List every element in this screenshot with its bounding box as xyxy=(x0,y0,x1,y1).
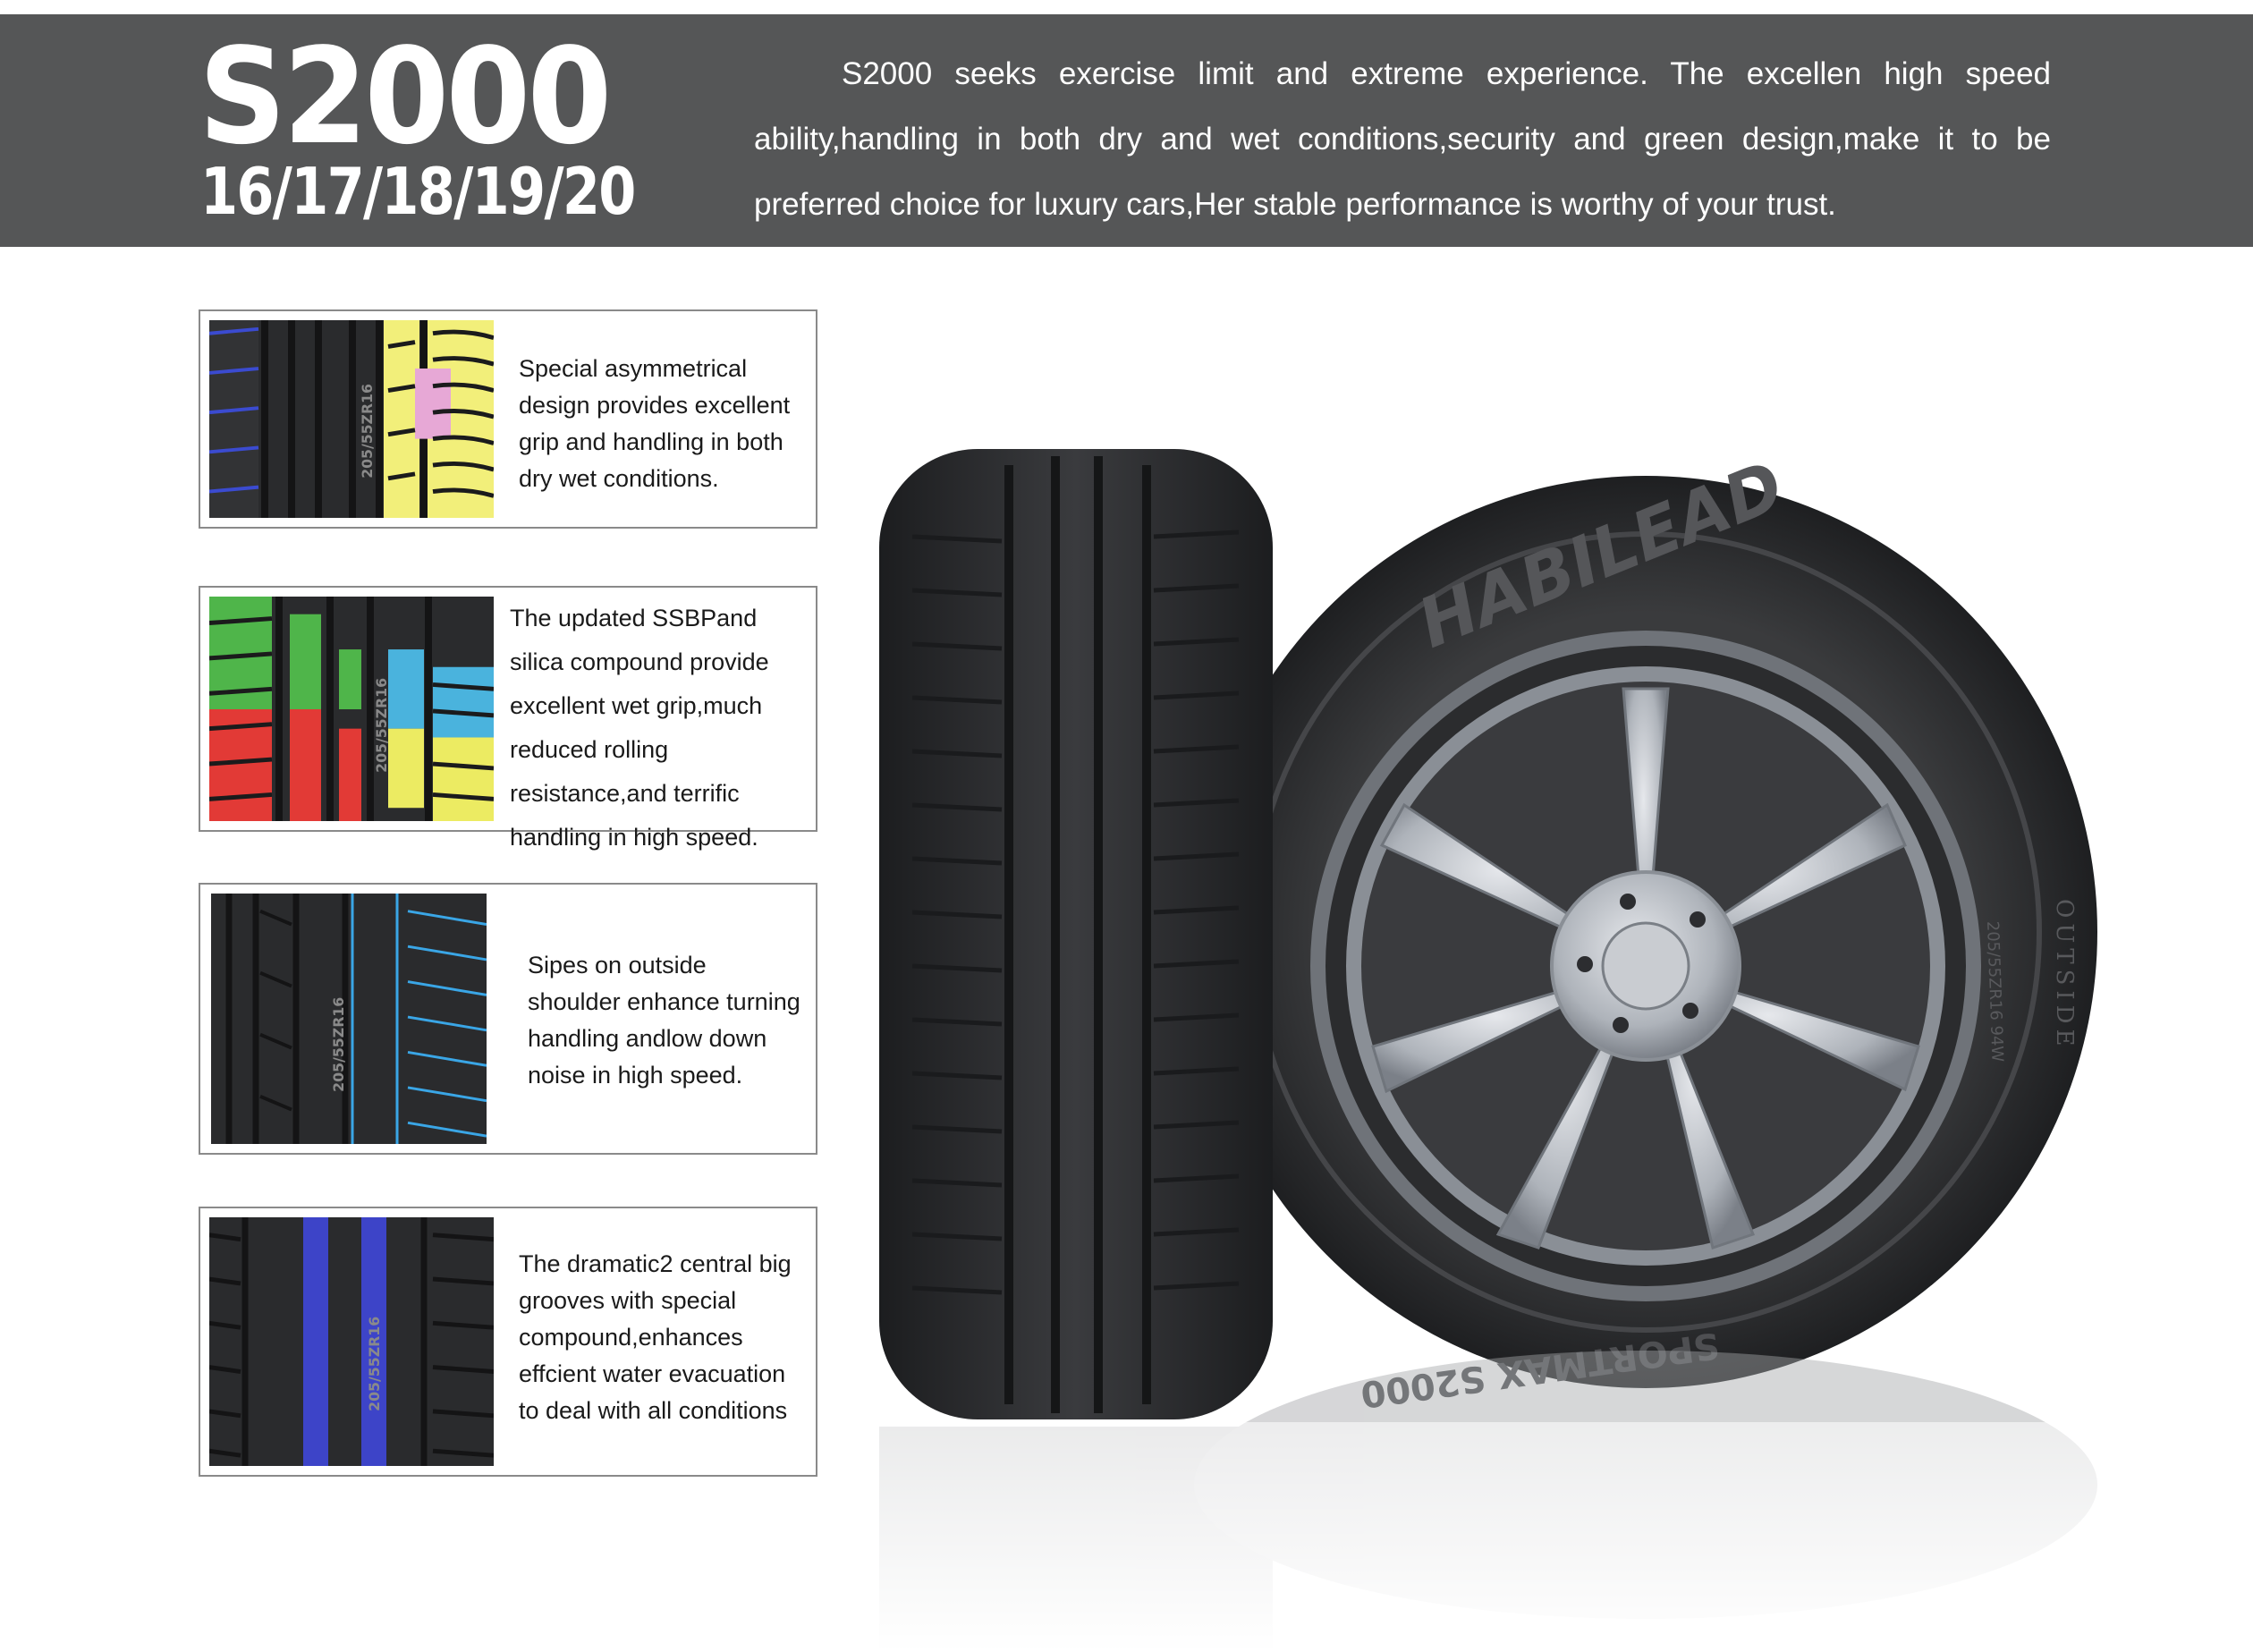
feature-card-central-grooves: 205/55ZR16 The dramatic2 central big gro… xyxy=(199,1207,817,1477)
tread-size-label: 205/55ZR16 xyxy=(359,384,376,479)
side-view-tire: HABILEAD SPORTMAX S2000 OUTSIDE 205/55ZR… xyxy=(1194,445,2097,1415)
tire-illustration: HABILEAD SPORTMAX S2000 OUTSIDE 205/55ZR… xyxy=(877,445,2129,1652)
tread-size-label: 205/55ZR16 xyxy=(330,997,347,1092)
product-description: S2000 seeks exercise limit and extreme e… xyxy=(754,56,2051,222)
header-banner: S2000 16/17/18/19/20 S2000 seeks exercis… xyxy=(0,14,2253,247)
tread-pattern-image: 205/55ZR16 xyxy=(209,320,494,518)
feature-text: Special asymmetrical design provides exc… xyxy=(519,355,791,492)
tread-pattern-image: 205/55ZR16 xyxy=(211,894,487,1144)
tread-size-label: 205/55ZR16 xyxy=(366,1317,383,1411)
feature-text: The updated SSBPand silica compound prov… xyxy=(510,605,769,851)
feature-text: The dramatic2 central big grooves with s… xyxy=(519,1250,792,1424)
rim-sizes: 16/17/18/19/20 xyxy=(200,154,636,229)
tread-pattern-graphic: 205/55ZR16 xyxy=(209,597,494,821)
tread-pattern-graphic: 205/55ZR16 xyxy=(209,1217,494,1466)
tread-pattern-image: 205/55ZR16 xyxy=(209,597,494,821)
tread-pattern-image: 205/55ZR16 xyxy=(209,1217,494,1466)
reflection-fade xyxy=(877,1422,2129,1652)
product-model-title: S2000 xyxy=(199,20,612,174)
tread-pattern-graphic: 205/55ZR16 xyxy=(209,320,494,518)
tread-size-label: 205/55ZR16 xyxy=(373,678,390,773)
outside-mark: OUTSIDE xyxy=(2051,899,2078,1051)
feature-text: Sipes on outside shoulder enhance turnin… xyxy=(528,952,800,1089)
feature-card-sipes: 205/55ZR16 Sipes on outside shoulder enh… xyxy=(199,883,817,1155)
feature-card-asymmetric: 205/55ZR16 Special asymmetrical design p… xyxy=(199,309,817,529)
front-view-tire xyxy=(879,449,1273,1419)
feature-card-compound: 205/55ZR16 The updated SSBPand silica co… xyxy=(199,586,817,851)
tread-pattern-graphic: 205/55ZR16 xyxy=(211,894,487,1144)
tire-product-image: HABILEAD SPORTMAX S2000 OUTSIDE 205/55ZR… xyxy=(877,429,2129,1652)
